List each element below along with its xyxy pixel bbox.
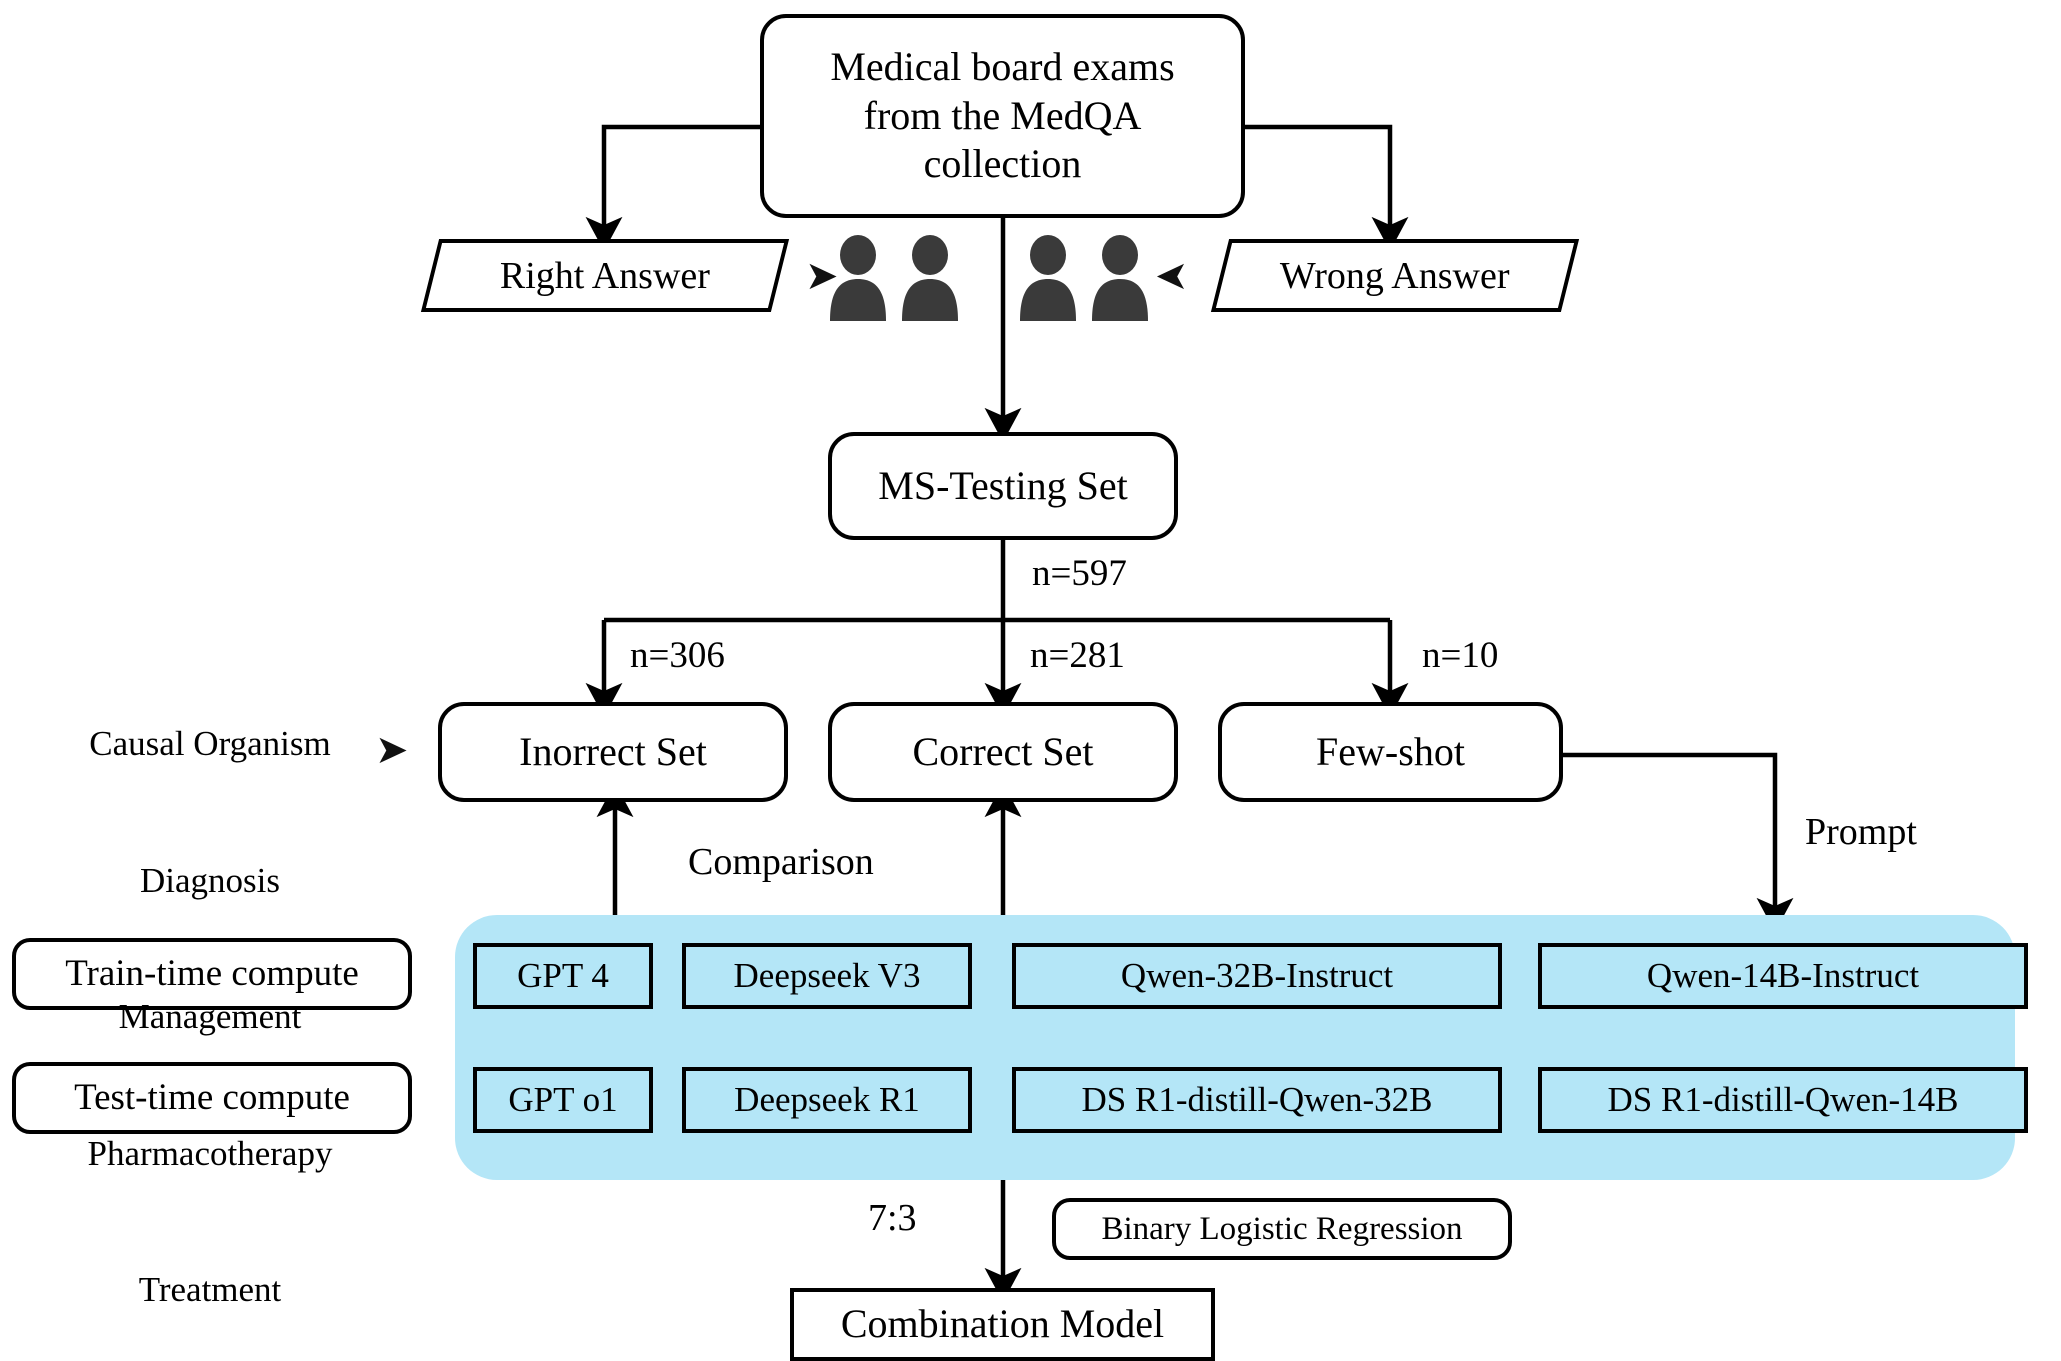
model-box-qwen-32b-instruct: Qwen-32B-Instruct xyxy=(1012,943,1502,1009)
test-time-compute-label-box: Test-time compute xyxy=(12,1062,412,1134)
few-shot-label: Few-shot xyxy=(1316,728,1465,774)
arrow-left-icon: ➤ xyxy=(1155,253,1189,298)
model-label: Qwen-32B-Instruct xyxy=(1120,956,1394,995)
wrong-answer-label: Wrong Answer xyxy=(1280,254,1510,297)
correct-set-label: Correct Set xyxy=(912,728,1094,774)
few-shot-node: Few-shot xyxy=(1218,702,1563,802)
category-item: Causal Organism xyxy=(89,724,331,763)
model-box-gpt-4: GPT 4 xyxy=(473,943,653,1009)
train-time-compute-label: Train-time compute xyxy=(65,953,359,995)
wrong-answer-node: Wrong Answer xyxy=(1210,239,1580,312)
edge-label-n-incorrect: n=306 xyxy=(630,635,725,676)
binary-logistic-regression-node: Binary Logistic Regression xyxy=(1052,1198,1512,1260)
combination-model-node: Combination Model xyxy=(790,1288,1215,1361)
arrow-right-icon: ➤ xyxy=(375,727,409,772)
model-box-gpt-o1: GPT o1 xyxy=(473,1067,653,1133)
edge-label-n-fewshot: n=10 xyxy=(1422,635,1499,676)
model-label: DS R1-distill-Qwen-32B xyxy=(1081,1080,1433,1119)
edge-label-n-correct: n=281 xyxy=(1030,635,1125,676)
edge-label-comparison: Comparison xyxy=(688,841,874,883)
combination-model-label: Combination Model xyxy=(840,1301,1165,1347)
model-label: Qwen-14B-Instruct xyxy=(1646,956,1920,995)
edge-label-n-total: n=597 xyxy=(1032,553,1127,594)
model-box-deepseek-v3: Deepseek V3 xyxy=(682,943,972,1009)
arrow-right-icon: ➤ xyxy=(805,253,839,298)
model-box-qwen-14b-instruct: Qwen-14B-Instruct xyxy=(1538,943,2028,1009)
correct-set-node: Correct Set xyxy=(828,702,1178,802)
category-item: Treatment xyxy=(138,1270,282,1309)
model-box-deepseek-r1: Deepseek R1 xyxy=(682,1067,972,1133)
model-label: Deepseek R1 xyxy=(734,1080,920,1119)
model-box-ds-r1-distill-qwen-32b: DS R1-distill-Qwen-32B xyxy=(1012,1067,1502,1133)
train-time-compute-label-box: Train-time compute xyxy=(12,938,412,1010)
model-label: GPT o1 xyxy=(508,1080,618,1119)
incorrect-set-label: Inorrect Set xyxy=(519,728,707,774)
source-node-medqa: Medical board exams from the MedQA colle… xyxy=(760,14,1245,218)
test-time-compute-label: Test-time compute xyxy=(74,1077,350,1119)
right-answer-label: Right Answer xyxy=(499,254,711,297)
model-label: DS R1-distill-Qwen-14B xyxy=(1607,1080,1959,1119)
edge-label-split-ratio: 7:3 xyxy=(868,1197,917,1239)
category-item: Pharmacotherapy xyxy=(87,1133,333,1173)
binary-logistic-regression-label: Binary Logistic Regression xyxy=(1101,1210,1463,1247)
model-box-ds-r1-distill-qwen-14b: DS R1-distill-Qwen-14B xyxy=(1538,1067,2028,1133)
model-label: Deepseek V3 xyxy=(733,956,921,995)
incorrect-set-node: Inorrect Set xyxy=(438,702,788,802)
category-item: Management xyxy=(118,997,302,1036)
ms-testing-set-label: MS-Testing Set xyxy=(878,462,1128,508)
source-node-label: Medical board exams from the MedQA colle… xyxy=(830,43,1175,187)
edge-label-prompt: Prompt xyxy=(1805,811,1917,853)
model-label: GPT 4 xyxy=(517,956,609,995)
category-list: Causal Organism Diagnosis Management Pha… xyxy=(55,630,365,1361)
ms-testing-set-node: MS-Testing Set xyxy=(828,432,1178,540)
category-item: Diagnosis xyxy=(140,860,280,900)
people-icon xyxy=(828,235,1178,325)
right-answer-node: Right Answer xyxy=(420,239,790,312)
